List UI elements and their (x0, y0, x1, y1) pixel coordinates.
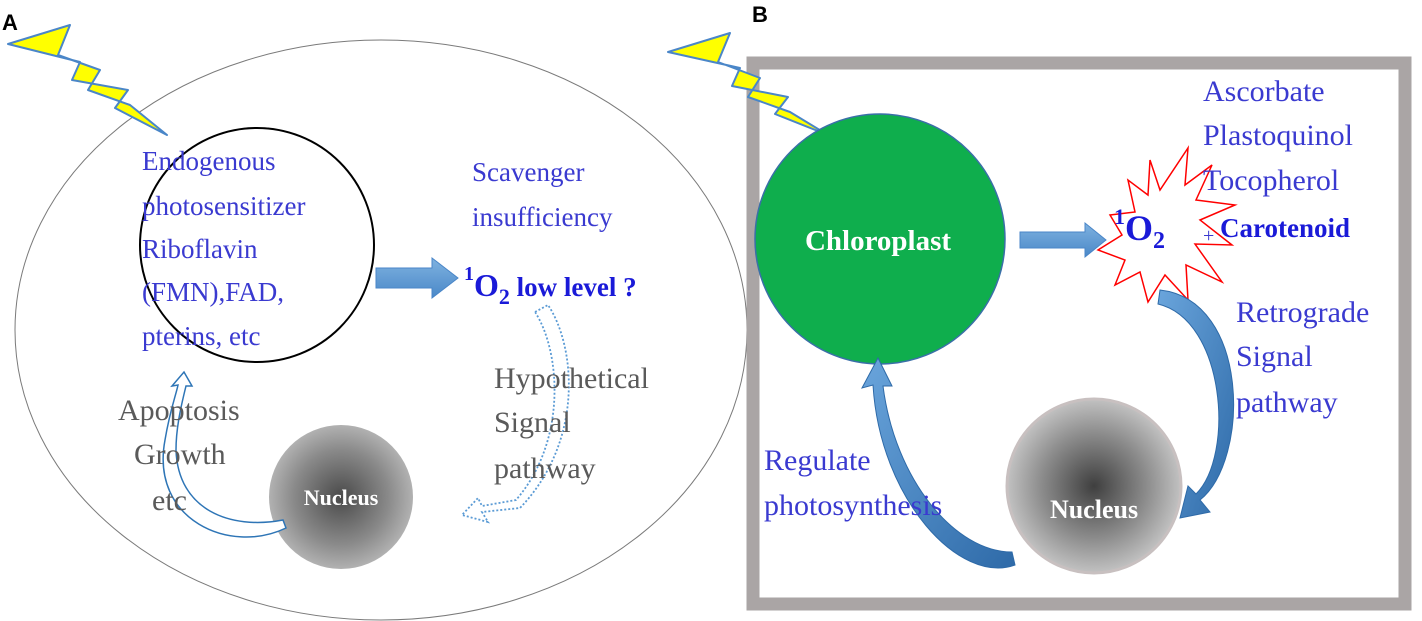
regulate-arrow (861, 356, 1016, 569)
retrograde-line: Signal (1236, 340, 1313, 373)
antioxidant-item: Ascorbate (1203, 75, 1325, 108)
photosensitizer-line: pterins, etc (142, 321, 260, 351)
so-subscript: 2 (1153, 228, 1165, 254)
hypothetical-text: Hypothetical Signal pathway (494, 362, 649, 485)
hypothetical-line: Signal (494, 406, 571, 439)
stray-letter: s (866, 415, 874, 437)
lightning-bolt-icon (7, 24, 168, 136)
photosensitizer-circle (139, 127, 375, 363)
so-symbol: O (474, 267, 499, 303)
apoptosis-line: Growth (134, 438, 226, 471)
so-superscript: 1 (1114, 204, 1125, 229)
retrograde-line: Retrograde (1236, 296, 1369, 329)
singlet-oxygen-label-a: 1O2 low level ? (464, 263, 637, 309)
so-symbol: O (1125, 208, 1153, 248)
apoptosis-line: Apoptosis (118, 394, 240, 427)
panel-a: A Endogenous photosensitizer Riboflavin … (2, 10, 748, 621)
lightning-bolt-icon (667, 32, 829, 136)
photosensitizer-line: photosensitizer (142, 191, 305, 221)
regulate-text: Regulate photosynthesis (764, 444, 942, 522)
scavenger-line: insufficiency (472, 202, 613, 232)
photosensitizer-line: Endogenous (142, 146, 275, 176)
photosensitizer-line: Riboflavin (142, 234, 258, 264)
nucleus-b-label: Nucleus (1050, 495, 1138, 524)
plus-sign: + (1203, 225, 1214, 247)
scavenger-text: Scavenger insufficiency (472, 157, 613, 232)
regulate-line: photosynthesis (764, 489, 942, 522)
antioxidant-item: Tocopherol (1203, 164, 1339, 197)
scavenger-line: Scavenger (472, 157, 584, 187)
nucleus-b (1005, 397, 1183, 575)
so-superscript: 1 (464, 263, 474, 285)
retrograde-signal-arrow (1157, 289, 1235, 519)
carotenoid-label: Carotenoid (1220, 213, 1350, 243)
arrow-to-singlet-oxygen-b (1019, 221, 1107, 259)
photosensitizer-text: Endogenous photosensitizer Riboflavin (F… (142, 146, 305, 351)
panel-a-letter: A (2, 10, 18, 35)
singlet-oxygen-label-b: 1O2 (1114, 204, 1165, 254)
nucleus-a-label: Nucleus (304, 485, 379, 510)
arrow-to-singlet-oxygen (375, 256, 459, 300)
photosensitizer-line: (FMN),FAD, (142, 277, 284, 307)
hypothetical-line: pathway (494, 452, 596, 485)
so-suffix: low level ? (510, 272, 637, 302)
regulate-line: Regulate (764, 444, 871, 477)
antioxidant-item: Plastoquinol (1203, 119, 1353, 152)
retrograde-text: Retrograde Signal pathway (1236, 296, 1369, 419)
apoptosis-line: etc (152, 484, 187, 517)
chloroplast-label: Chloroplast (805, 225, 951, 257)
panel-b-letter: B (752, 2, 768, 27)
antioxidant-list: Ascorbate Plastoquinol Tocopherol (1203, 75, 1353, 197)
so-subscript: 2 (499, 284, 510, 309)
apoptosis-text: Apoptosis Growth etc (118, 394, 240, 517)
hypothetical-line: Hypothetical (494, 362, 649, 395)
feedback-arrow-a (162, 370, 287, 538)
nucleus-a (269, 425, 413, 569)
hypothetical-signal-arrow (460, 303, 570, 524)
retrograde-line: pathway (1236, 386, 1338, 419)
panel-b: B Chloroplast 1O2 + Carotenoid Ascorbate… (667, 2, 1412, 611)
